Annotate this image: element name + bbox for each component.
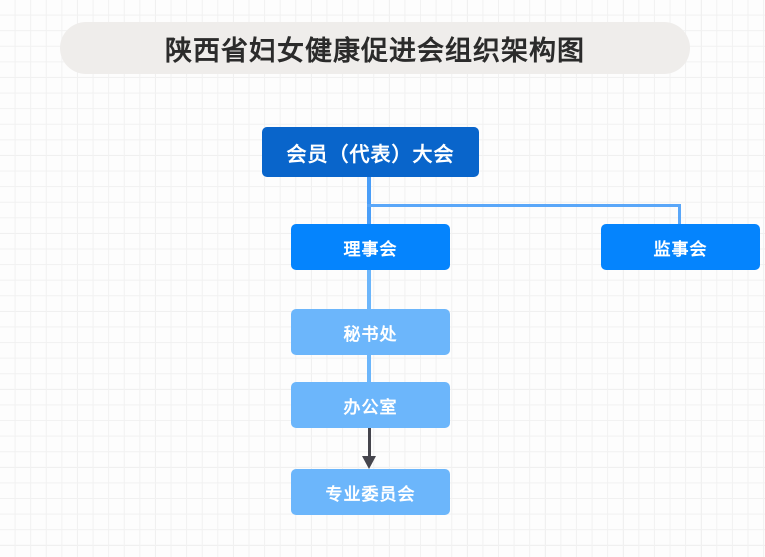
chart-title-banner: 陕西省妇女健康促进会组织架构图 [60, 22, 690, 74]
connector-assembly-to-supervisors [678, 204, 681, 224]
org-node-secretariat-label: 秘书处 [343, 324, 398, 344]
connector-secretariat-to-office [367, 355, 371, 382]
org-node-committees[interactable]: 专业委员会 [291, 469, 450, 515]
org-node-council[interactable]: 理事会 [291, 224, 450, 270]
org-node-secretariat[interactable]: 秘书处 [291, 309, 450, 355]
org-node-supervisors-label: 监事会 [653, 239, 708, 259]
connector-branch-bar [367, 204, 681, 207]
connector-office-to-committees [368, 428, 371, 459]
page-title: 陕西省妇女健康促进会组织架构图 [165, 35, 585, 66]
connector-assembly-to-council [367, 177, 371, 224]
org-node-supervisors[interactable]: 监事会 [601, 224, 760, 270]
arrow-down-icon [362, 456, 376, 469]
org-node-council-label: 理事会 [343, 239, 398, 259]
org-node-assembly[interactable]: 会员（代表）大会 [262, 127, 479, 177]
org-node-committees-label: 专业委员会 [325, 484, 416, 504]
org-node-office-label: 办公室 [343, 397, 398, 417]
connector-council-to-secretariat [367, 270, 371, 309]
org-node-assembly-label: 会员（代表）大会 [286, 143, 455, 166]
org-node-office[interactable]: 办公室 [291, 382, 450, 428]
